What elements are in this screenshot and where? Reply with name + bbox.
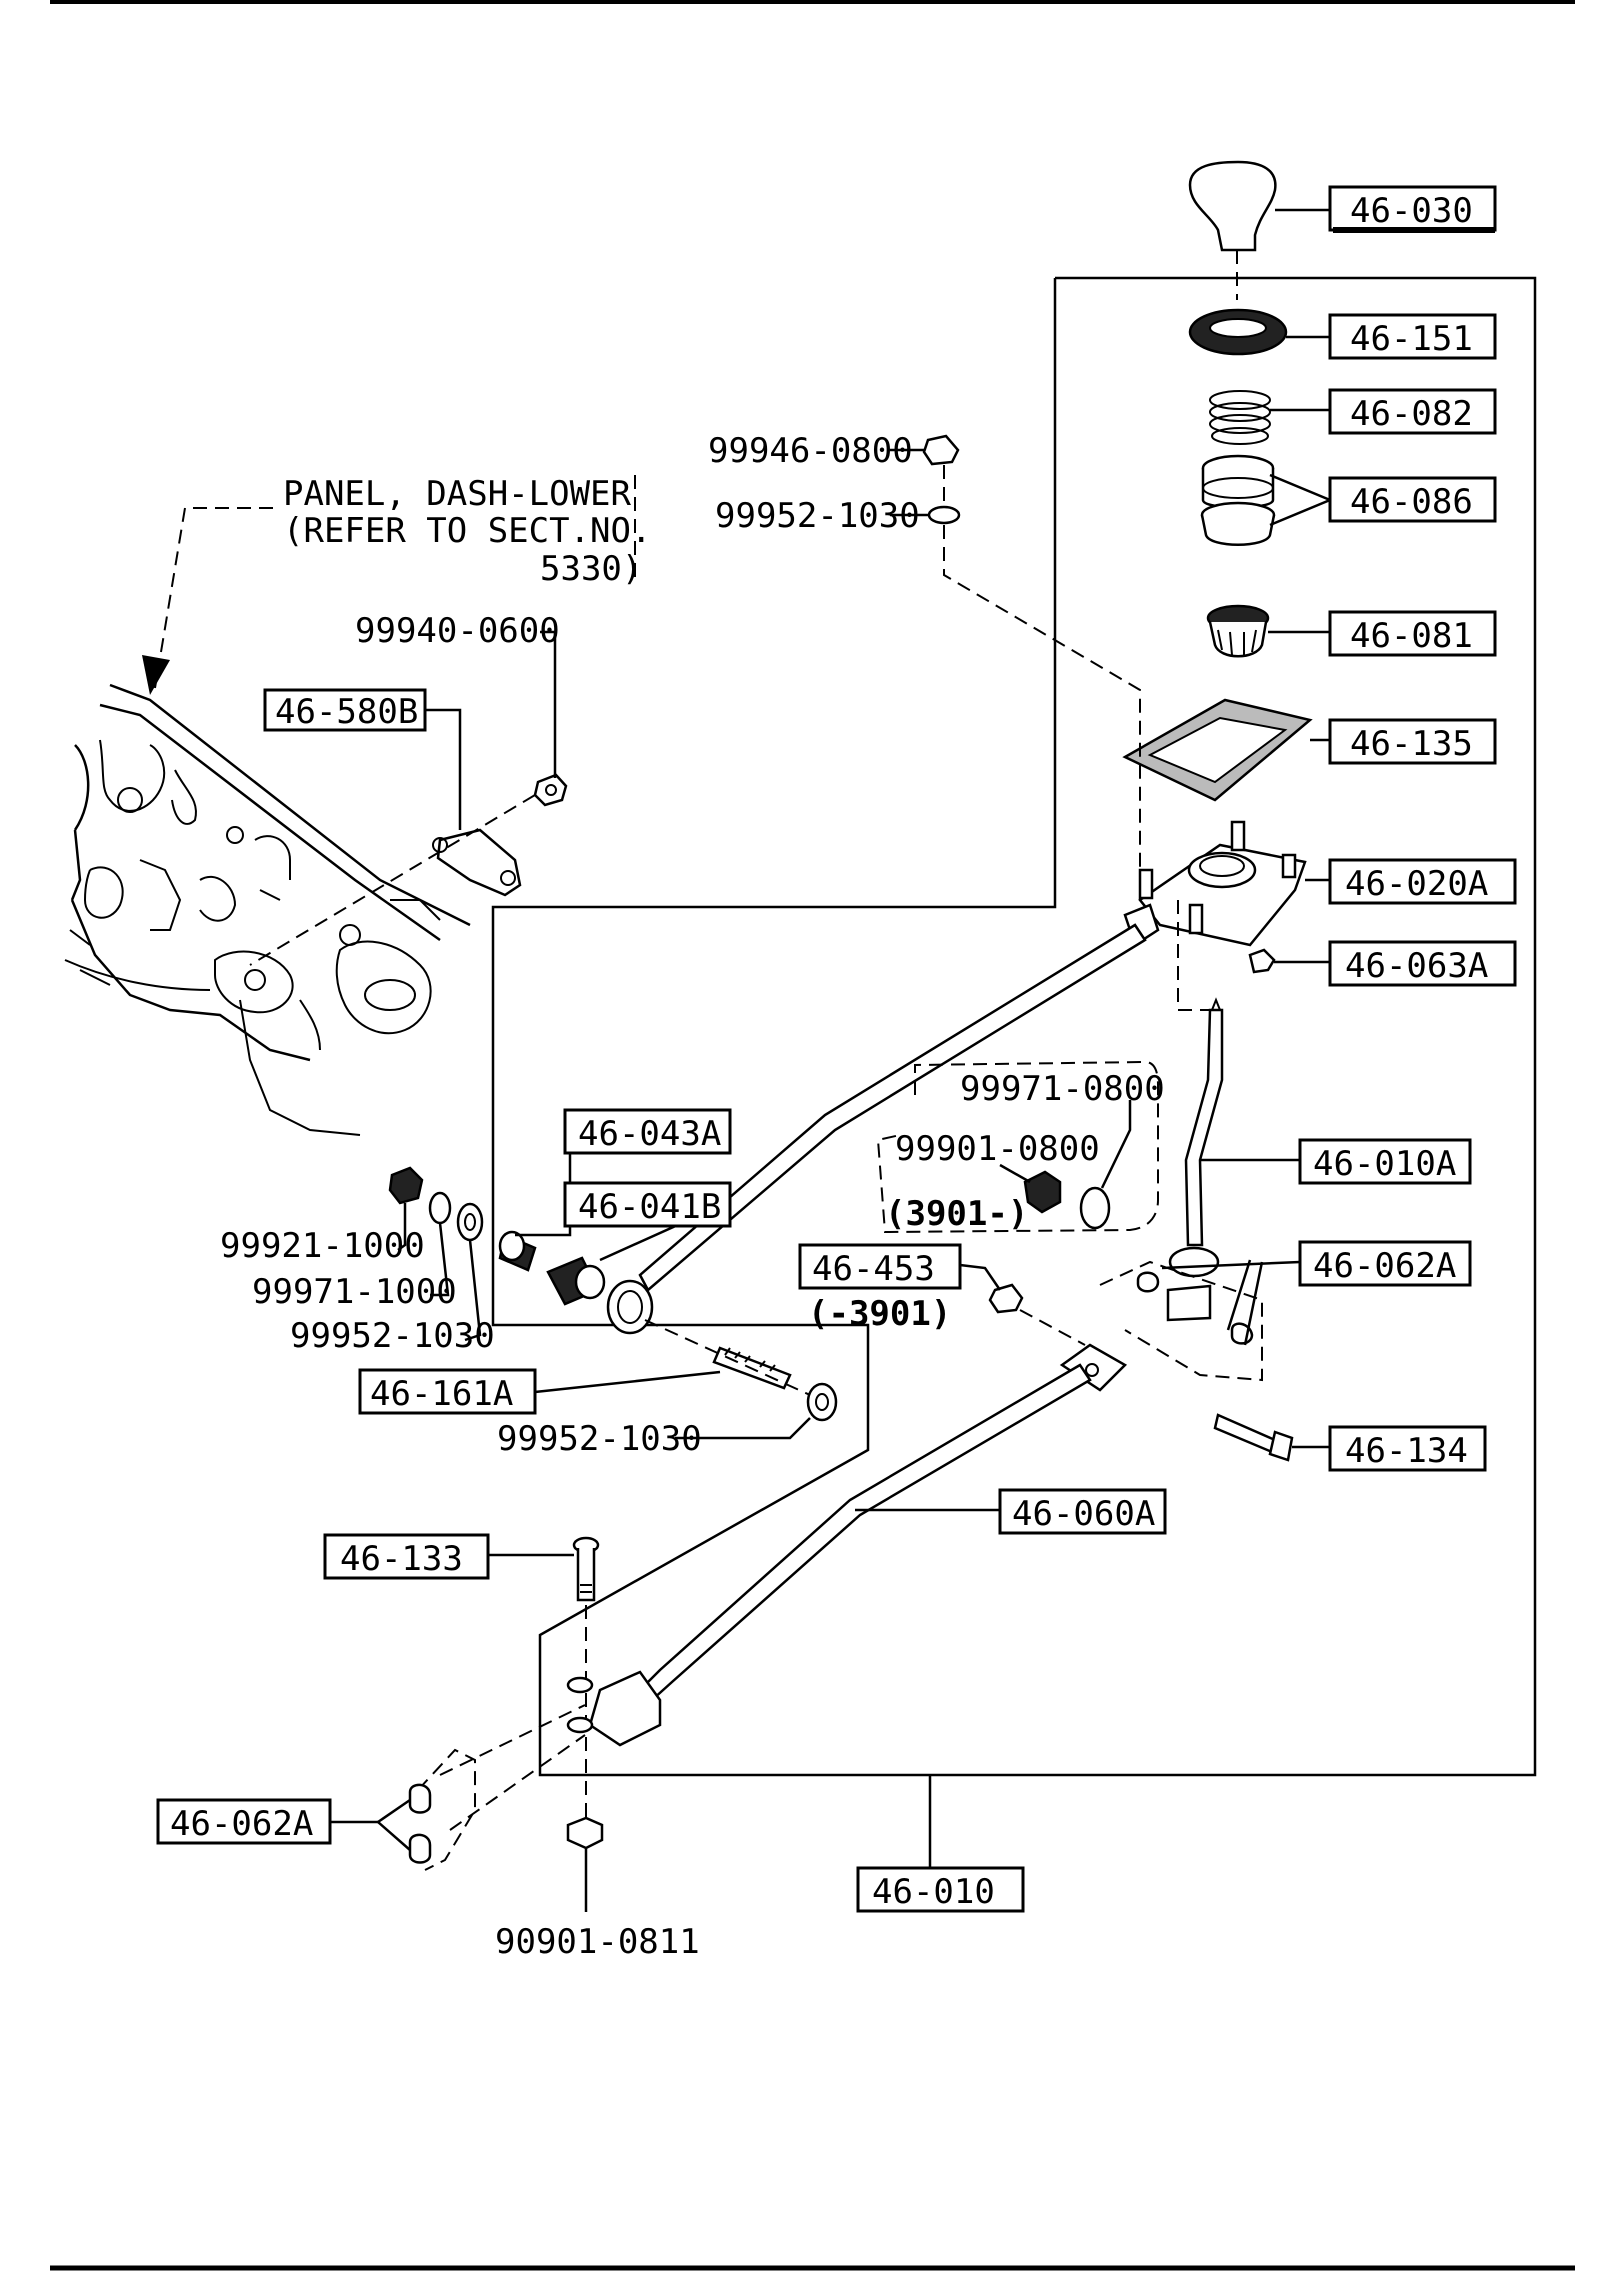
washer-99971-1000 [428,1191,452,1297]
nut-99946-0800 [890,434,960,466]
bushings-46-062a-left [330,1704,586,1871]
dash-lever [1177,900,1210,1011]
label-text-46-133: 46-133 [340,1539,463,1579]
label-text-46-010a: 46-010A [1313,1144,1456,1184]
label-46-086: 46-086 [1328,476,1497,523]
leader-46-580b [425,708,462,830]
bushings-46-062a-right [1099,1259,1301,1382]
label-text-46-063a: 46-063A [1345,946,1488,986]
label-text-46-135: 46-135 [1350,724,1473,764]
assembly-boundary [491,276,1537,1777]
washer-99971-0800 [1079,1100,1132,1230]
label-text-46-580b: 46-580B [275,692,418,732]
label-99952-1030-top: 99952-1030 [715,496,920,536]
lever-46-010a [1168,997,1300,1278]
bushing-46-086 [1200,454,1334,546]
panel-note-line2: (REFER TO SECT.NO. [283,511,651,551]
label-text-46-161a: 46-161A [370,1374,513,1414]
label-46-062a-left: 46-062A [156,1798,332,1845]
washer-under-joint-bottom [566,1716,594,1734]
label-text-46-086: 46-086 [1350,482,1473,522]
plate-46-580b [432,828,522,897]
label-46-063a: 46-063A [1328,940,1517,987]
label-46-151: 46-151 [1328,313,1497,360]
label-90901-0811: 90901-0811 [495,1922,700,1962]
washer-under-joint-top [566,1676,594,1694]
label-text-46-134: 46-134 [1345,1431,1468,1471]
label-99971-0800: 99971-0800 [960,1069,1165,1109]
label-46-041b: 46-041B [563,1181,732,1228]
nut-99901-0800 [999,1163,1062,1214]
label-serial-3901-to: (-3901) [808,1294,951,1334]
label-46-030: 46-030 [1328,185,1497,233]
nut-99921-1000 [388,1166,424,1252]
label-46-020a: 46-020A [1328,858,1517,905]
label-99952-1030-low: 99952-1030 [497,1419,702,1459]
panel-note-line3: 5330) [540,549,642,589]
dash-99946 [943,465,1141,880]
label-text-46-081: 46-081 [1350,616,1473,656]
washer-99952-1030-top [890,505,961,525]
label-99971-1000: 99971-1000 [252,1272,457,1312]
upper-rod [606,903,1160,1335]
label-46-010a: 46-010A [1298,1138,1472,1185]
label-46-043a: 46-043A [563,1108,732,1155]
panel-note-arrow [142,655,170,695]
label-46-453: 46-453 [798,1243,962,1290]
label-text-46-082: 46-082 [1350,394,1473,434]
leader-99940 [540,630,557,778]
bolt-46-134 [1213,1413,1330,1462]
label-text-46-010: 46-010 [872,1872,995,1912]
label-text-46-030: 46-030 [1350,191,1473,231]
label-text-46-041b: 46-041B [578,1187,721,1227]
bushing-46-041b [546,1213,701,1306]
label-99952-1030-mid: 99952-1030 [290,1316,495,1356]
spring-46-082 [1209,390,1330,445]
dash-panel-illustration [64,683,471,1136]
label-46-161a: 46-161A [358,1368,537,1415]
bolt-46-063a [1248,948,1330,974]
panel-note-leader [154,507,273,689]
washer-99952-1030-low [675,1382,838,1440]
nut-90901-0811 [566,1816,604,1912]
label-99901-0800: 99901-0800 [895,1129,1100,1169]
nut-99940-0600 [533,773,568,807]
dash-580b-line [249,794,536,966]
bushing-46-043a [498,1133,582,1272]
bushing-46-453 [959,1263,1086,1346]
stud-46-161a [534,1319,811,1396]
label-46-580b: 46-580B [263,688,427,732]
label-46-010: 46-010 [856,1866,1025,1913]
label-46-062a-right: 46-062A [1298,1240,1472,1287]
pin-46-133 [488,1536,600,1830]
label-text-46-151: 46-151 [1350,319,1473,359]
label-99940-0600: 99940-0600 [355,611,560,651]
label-46-082: 46-082 [1328,388,1497,435]
shift-knob-46-030 [1188,160,1330,300]
cap-46-081 [1206,604,1330,658]
label-99921-1000: 99921-1000 [220,1226,425,1266]
label-46-135: 46-135 [1328,718,1497,765]
label-text-46-062a-left: 46-062A [170,1804,313,1844]
label-text-46-020a: 46-020A [1345,864,1488,904]
panel-note-line1: PANEL, DASH-LOWER [283,474,632,514]
boot-ring-46-151 [1188,308,1330,356]
label-text-46-060a: 46-060A [1012,1494,1155,1534]
label-text-46-043a: 46-043A [578,1114,721,1154]
label-serial-3901-from: (3901-) [885,1194,1028,1234]
label-46-060a: 46-060A [998,1488,1167,1535]
label-46-133: 46-133 [323,1533,490,1580]
label-text-46-062a-right: 46-062A [1313,1246,1456,1286]
label-text-46-453: 46-453 [812,1249,935,1289]
lower-rod-46-060a [588,1343,1128,1747]
label-46-081: 46-081 [1328,610,1497,657]
gasket-46-135 [1122,698,1330,802]
label-46-134: 46-134 [1328,1425,1487,1472]
label-99946-0800: 99946-0800 [708,431,913,471]
serial-group-box [876,1060,1159,1234]
washer-99952-1030-mid [456,1202,484,1342]
base-plate-46-020a [1138,820,1330,947]
